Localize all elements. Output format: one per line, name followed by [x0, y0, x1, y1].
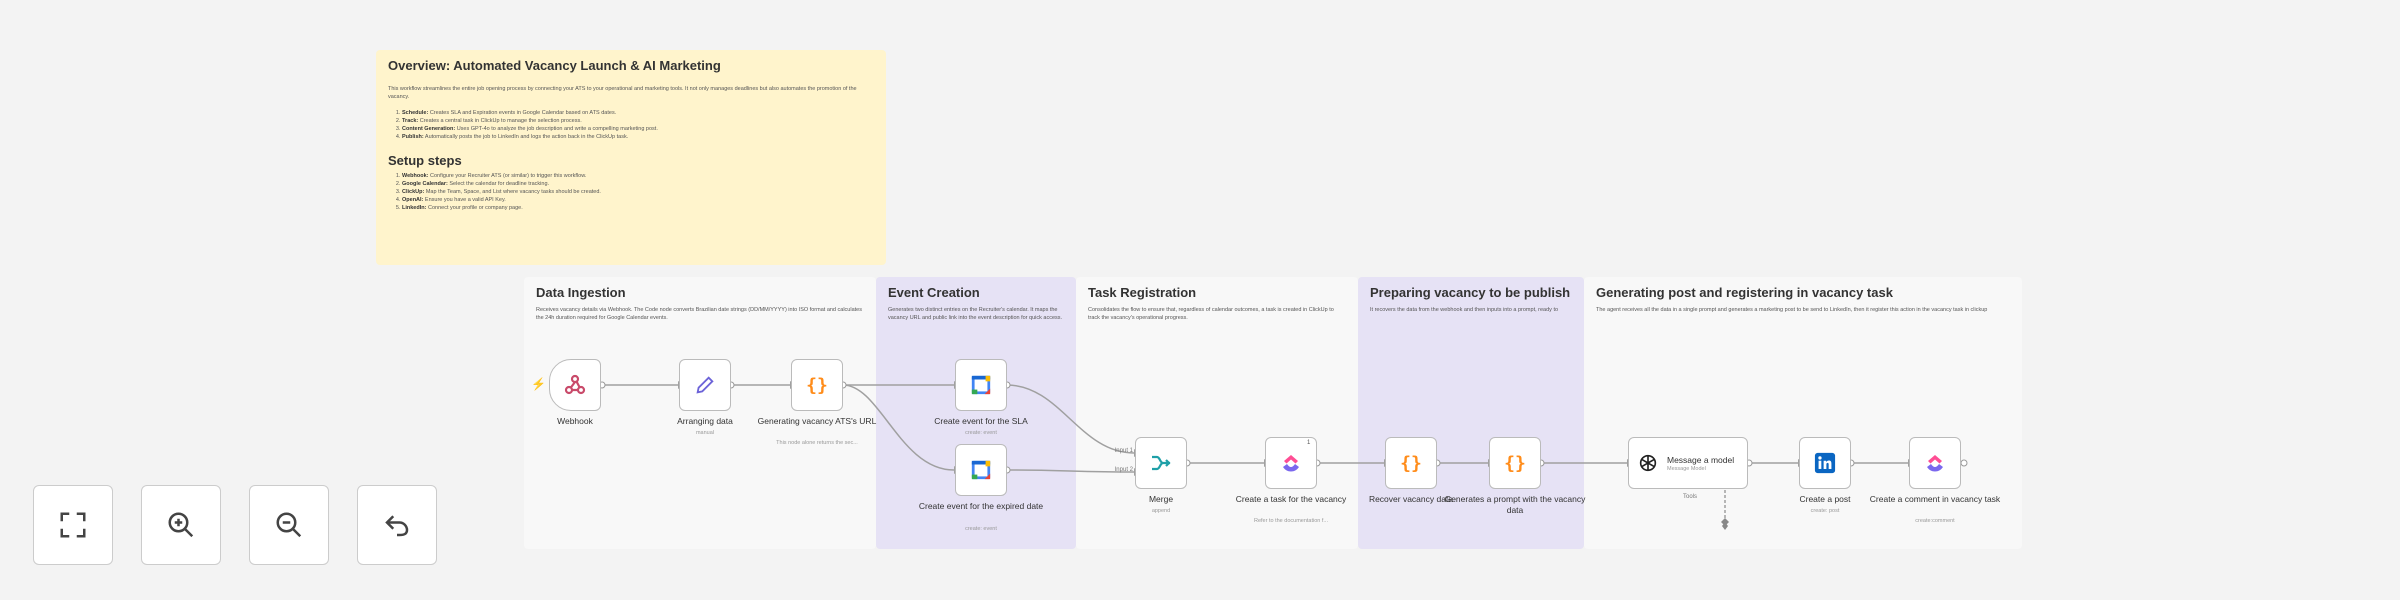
expired-event-node[interactable]	[955, 444, 1007, 496]
create-comment-subtitle: create:comment	[1915, 518, 1955, 524]
expired-event-label: Create event for the expired date	[918, 501, 1044, 511]
section-data-ingestion[interactable]: Data Ingestion Receives vacancy details …	[524, 277, 876, 549]
zoom-out-button[interactable]	[249, 485, 329, 565]
merge-input-2-label: Input 2	[1114, 467, 1133, 473]
sla-event-label: Create event for the SLA	[934, 416, 1028, 426]
create-task-node[interactable]	[1265, 437, 1317, 489]
pencil-icon	[696, 376, 714, 394]
section-generating-post[interactable]: Generating post and registering in vacan…	[1584, 277, 2022, 549]
zoom-in-icon	[168, 512, 194, 538]
generate-prompt-node[interactable]: {}	[1489, 437, 1541, 489]
arranging-data-subtitle: manual	[695, 430, 715, 436]
sla-event-subtitle: create: event	[965, 430, 997, 436]
code-braces-icon: {}	[806, 374, 828, 396]
undo-icon	[385, 515, 409, 537]
overview-steps: Schedule: Creates SLA and Expiration eve…	[388, 109, 874, 141]
section-desc: The agent receives all the data in a sin…	[1596, 307, 1988, 313]
zoom-in-button[interactable]	[141, 485, 221, 565]
trigger-bolt-icon[interactable]: ⚡	[531, 377, 546, 391]
google-calendar-icon	[971, 375, 991, 395]
tools-port-label: Tools	[1682, 494, 1697, 500]
recover-vacancy-node[interactable]: {}	[1385, 437, 1437, 489]
create-comment-label: Create a comment in vacancy task	[1869, 494, 2001, 504]
merge-label: Merge	[1148, 494, 1174, 504]
generating-url-subtitle: This node alone returns the sec...	[776, 440, 858, 446]
zoom-out-icon	[276, 512, 302, 538]
arranging-data-node[interactable]	[679, 359, 731, 411]
arranging-data-label: Arranging data	[677, 416, 733, 426]
section-title: Data Ingestion	[536, 285, 626, 300]
linkedin-post-subtitle: create: post	[1810, 508, 1840, 514]
webhook-label: Webhook	[557, 416, 593, 426]
linkedin-post-label: Create a post	[1799, 494, 1851, 504]
code-braces-icon: {}	[1400, 452, 1422, 474]
recover-vacancy-label: Recover vacancy data	[1368, 494, 1454, 504]
node-count-badge: 1	[1307, 440, 1311, 446]
message-model-subtitle: Message Model	[1667, 465, 1706, 472]
google-calendar-icon	[971, 460, 991, 480]
setup-title: Setup steps	[388, 153, 462, 168]
generating-url-node[interactable]: {}	[791, 359, 843, 411]
section-preparing-vacancy[interactable]: Preparing vacancy to be publish It recov…	[1358, 277, 1584, 549]
clickup-icon	[1283, 455, 1299, 472]
section-desc: It recovers the data from the webhook an…	[1370, 307, 1559, 313]
generating-url-label: Generating vacancy ATS's URL	[757, 416, 877, 426]
generate-prompt-label: Generates a prompt with the vacancy data	[1444, 494, 1586, 515]
section-desc: Generates two distinct entries on the Re…	[888, 307, 1063, 321]
section-desc: Receives vacancy details via Webhook. Th…	[536, 307, 862, 321]
sla-event-node[interactable]	[955, 359, 1007, 411]
merge-node[interactable]	[1135, 437, 1187, 489]
create-task-label: Create a task for the vacancy	[1235, 494, 1347, 504]
fit-view-icon	[60, 512, 86, 538]
code-braces-icon: {}	[1504, 452, 1526, 474]
overview-intro: This workflow streamlines the entire job…	[388, 86, 857, 100]
merge-input-1-label: Input 1	[1114, 448, 1133, 454]
undo-button[interactable]	[357, 485, 437, 565]
overview-sticky-note[interactable]: Overview: Automated Vacancy Launch & AI …	[376, 50, 886, 265]
webhook-node[interactable]	[549, 359, 601, 411]
merge-icon	[1152, 455, 1171, 471]
clickup-icon	[1927, 455, 1943, 472]
message-model-label: Message a model	[1667, 454, 1735, 465]
create-task-subtitle: Refer to the documentation f...	[1254, 518, 1328, 524]
linkedin-post-node[interactable]	[1799, 437, 1851, 489]
overview-title: Overview: Automated Vacancy Launch & AI …	[388, 58, 721, 73]
section-desc: Consolidates the flow to ensure that, re…	[1088, 307, 1334, 321]
setup-steps: Webhook: Configure your Recruiter ATS (o…	[388, 172, 874, 212]
section-title: Generating post and registering in vacan…	[1596, 285, 1893, 300]
merge-subtitle: append	[1151, 508, 1171, 514]
fit-view-button[interactable]	[33, 485, 113, 565]
expired-event-subtitle: create: event	[965, 526, 997, 532]
webhook-icon	[564, 374, 586, 395]
linkedin-icon	[1814, 452, 1836, 474]
section-title: Task Registration	[1088, 285, 1197, 300]
create-comment-node[interactable]	[1909, 437, 1961, 489]
openai-icon	[1639, 454, 1657, 472]
section-title: Event Creation	[888, 285, 980, 300]
section-title: Preparing vacancy to be publish	[1370, 285, 1571, 300]
message-model-node[interactable]: Message a model Message Model	[1628, 437, 1748, 489]
